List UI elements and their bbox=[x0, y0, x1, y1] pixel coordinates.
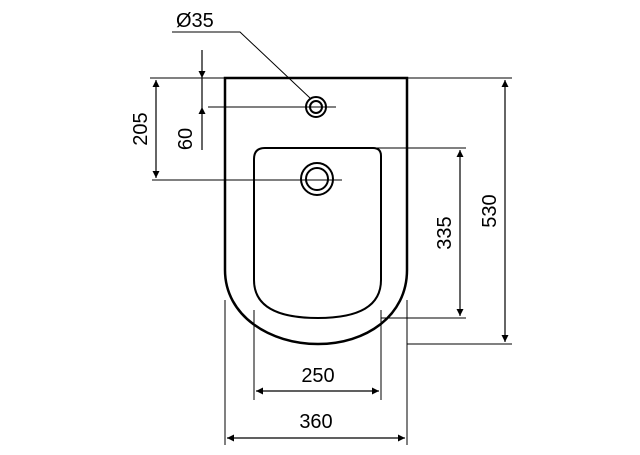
label-250: 250 bbox=[301, 365, 334, 387]
drain-hole bbox=[152, 162, 342, 196]
outer-body-outline bbox=[223, 76, 409, 346]
label-60: 60 bbox=[175, 128, 197, 150]
label-205: 205 bbox=[130, 112, 152, 145]
extension-lines bbox=[150, 77, 512, 445]
label-hole-diameter: Ø35 bbox=[176, 10, 214, 32]
inner-bowl-outline bbox=[253, 147, 382, 320]
label-335: 335 bbox=[434, 216, 456, 249]
label-360: 360 bbox=[299, 411, 332, 433]
diameter-leader bbox=[172, 31, 311, 99]
label-530: 530 bbox=[479, 194, 501, 227]
tap-hole bbox=[208, 96, 336, 118]
